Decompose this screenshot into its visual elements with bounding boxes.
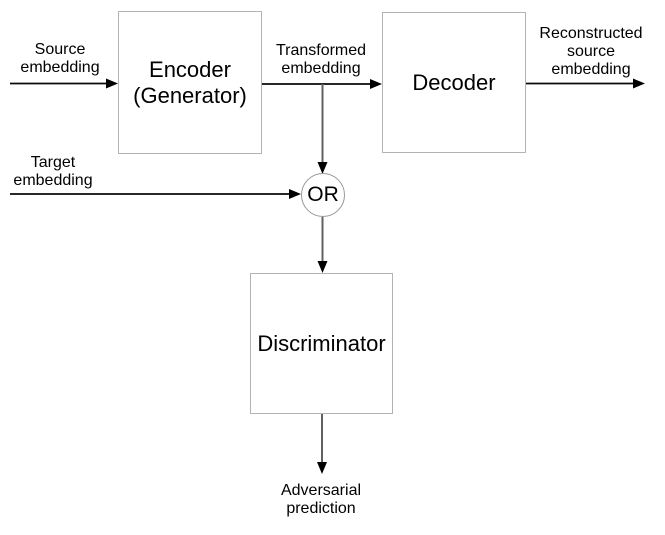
decoder-output-arrow bbox=[526, 78, 645, 89]
or-to-discriminator-arrow bbox=[317, 217, 328, 273]
or-junction: OR bbox=[301, 173, 345, 217]
reconstructed-source-embedding-label: Reconstructed source embedding bbox=[539, 25, 643, 79]
or-junction-label: OR bbox=[307, 183, 339, 206]
discriminator-output-arrow bbox=[317, 414, 327, 474]
target-embedding-label: Target embedding bbox=[13, 154, 93, 190]
discriminator-box: Discriminator bbox=[250, 273, 393, 414]
decoder-label: Decoder bbox=[412, 69, 496, 95]
arrowhead-down-icon bbox=[317, 162, 328, 174]
arrowhead-right-icon bbox=[106, 78, 118, 89]
source-to-encoder-arrow bbox=[10, 78, 118, 89]
target-to-or-arrow bbox=[10, 189, 301, 199]
encoder-label: Encoder (Generator) bbox=[133, 57, 247, 108]
arrowhead-down-icon bbox=[317, 462, 327, 474]
discriminator-label: Discriminator bbox=[257, 330, 386, 356]
arrowhead-right-icon bbox=[633, 78, 645, 89]
arrowhead-down-icon bbox=[317, 261, 328, 273]
decoder-box: Decoder bbox=[382, 12, 526, 153]
arrowhead-right-icon bbox=[289, 189, 301, 199]
transformed-to-or-arrow bbox=[317, 84, 328, 174]
adversarial-prediction-label: Adversarial prediction bbox=[280, 482, 362, 518]
encoder-box: Encoder (Generator) bbox=[118, 11, 262, 154]
source-embedding-label: Source embedding bbox=[20, 41, 100, 77]
transformed-embedding-label: Transformed embedding bbox=[275, 42, 367, 78]
arrowhead-right-icon bbox=[370, 79, 382, 89]
encoder-to-decoder-arrow bbox=[262, 79, 382, 89]
